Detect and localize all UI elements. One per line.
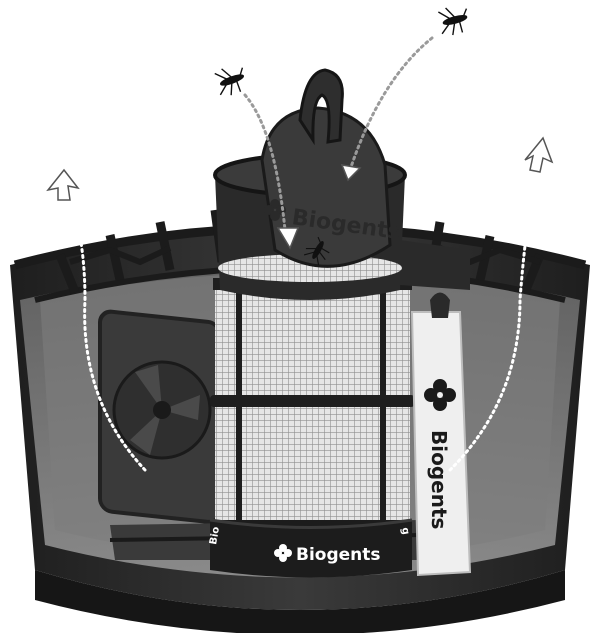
lure-bag: Biogents xyxy=(412,293,470,576)
arrow-up-icon xyxy=(48,170,78,200)
mosquito-icon xyxy=(436,3,472,38)
mosquito-icon xyxy=(212,62,250,99)
base-brand-text: Biogents xyxy=(296,545,381,565)
bag-brand-text: Biogents xyxy=(427,430,451,529)
fan-icon xyxy=(100,311,220,524)
catch-cylinder xyxy=(210,278,415,578)
arrow-up-icon xyxy=(525,138,552,172)
